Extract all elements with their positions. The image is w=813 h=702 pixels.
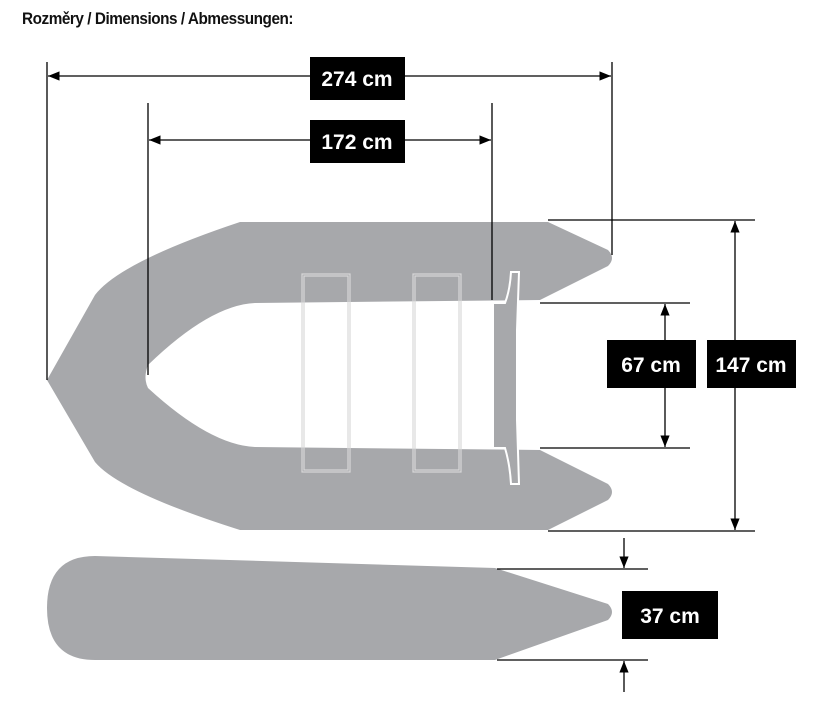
diagram-title: Rozměry / Dimensions / Abmessungen: xyxy=(22,9,294,28)
transom xyxy=(492,271,521,485)
svg-text:172 cm: 172 cm xyxy=(321,131,392,154)
label-inner-length: 172 cm xyxy=(310,120,405,163)
svg-text:147 cm: 147 cm xyxy=(715,354,786,377)
svg-text:67 cm: 67 cm xyxy=(621,354,681,377)
seat-bench-1 xyxy=(301,273,351,473)
boat-tube-side-view xyxy=(47,556,612,660)
label-overall-width: 147 cm xyxy=(707,340,796,388)
svg-text:274 cm: 274 cm xyxy=(321,68,392,91)
dimension-tube-diameter xyxy=(497,538,648,692)
label-inner-width: 67 cm xyxy=(607,340,696,388)
seat-bench-2 xyxy=(412,273,462,473)
svg-text:37 cm: 37 cm xyxy=(640,605,700,628)
label-tube-diameter: 37 cm xyxy=(622,591,718,639)
label-overall-length: 274 cm xyxy=(310,57,405,100)
boat-hull-top-view xyxy=(47,222,612,530)
